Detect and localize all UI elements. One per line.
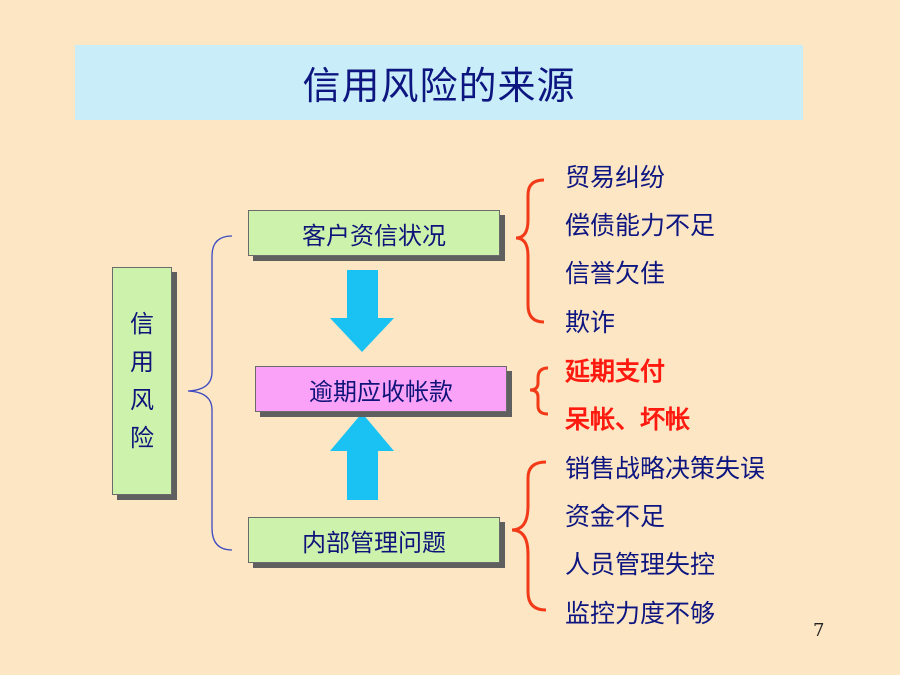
root-brace bbox=[187, 235, 233, 551]
root-char: 信 bbox=[130, 310, 154, 338]
up-arrow-icon bbox=[330, 413, 394, 500]
internal-items-brace bbox=[511, 460, 547, 612]
customer-item: 信誉欠佳 bbox=[565, 259, 666, 288]
customer-item: 偿债能力不足 bbox=[565, 211, 716, 240]
overdue-items-brace bbox=[529, 366, 549, 416]
page-title: 信用风险的来源 bbox=[302, 64, 576, 108]
down-arrow-icon bbox=[330, 270, 394, 352]
root-char: 用 bbox=[130, 348, 154, 376]
customer-item: 贸易纠纷 bbox=[565, 163, 666, 192]
customer-items-brace bbox=[515, 178, 545, 324]
customer-item: 欺诈 bbox=[565, 308, 616, 337]
root-char: 险 bbox=[130, 424, 154, 452]
internal-item: 监控力度不够 bbox=[565, 599, 716, 628]
credit-risk-root-node: 信 用 风 险 bbox=[112, 267, 172, 495]
customer-credit-node: 客户资信状况 bbox=[248, 210, 500, 256]
page-number: 7 bbox=[813, 620, 825, 641]
overdue-item: 延期支付 bbox=[565, 357, 666, 386]
internal-item: 资金不足 bbox=[565, 502, 666, 531]
internal-item: 人员管理失控 bbox=[565, 550, 716, 579]
overdue-receivables-node: 逾期应收帐款 bbox=[255, 366, 507, 412]
internal-management-node: 内部管理问题 bbox=[248, 517, 500, 563]
overdue-item: 呆帐、坏帐 bbox=[565, 405, 691, 434]
internal-item: 销售战略决策失误 bbox=[565, 454, 766, 483]
root-char: 风 bbox=[130, 386, 154, 414]
title-bar: 信用风险的来源 bbox=[75, 45, 803, 120]
